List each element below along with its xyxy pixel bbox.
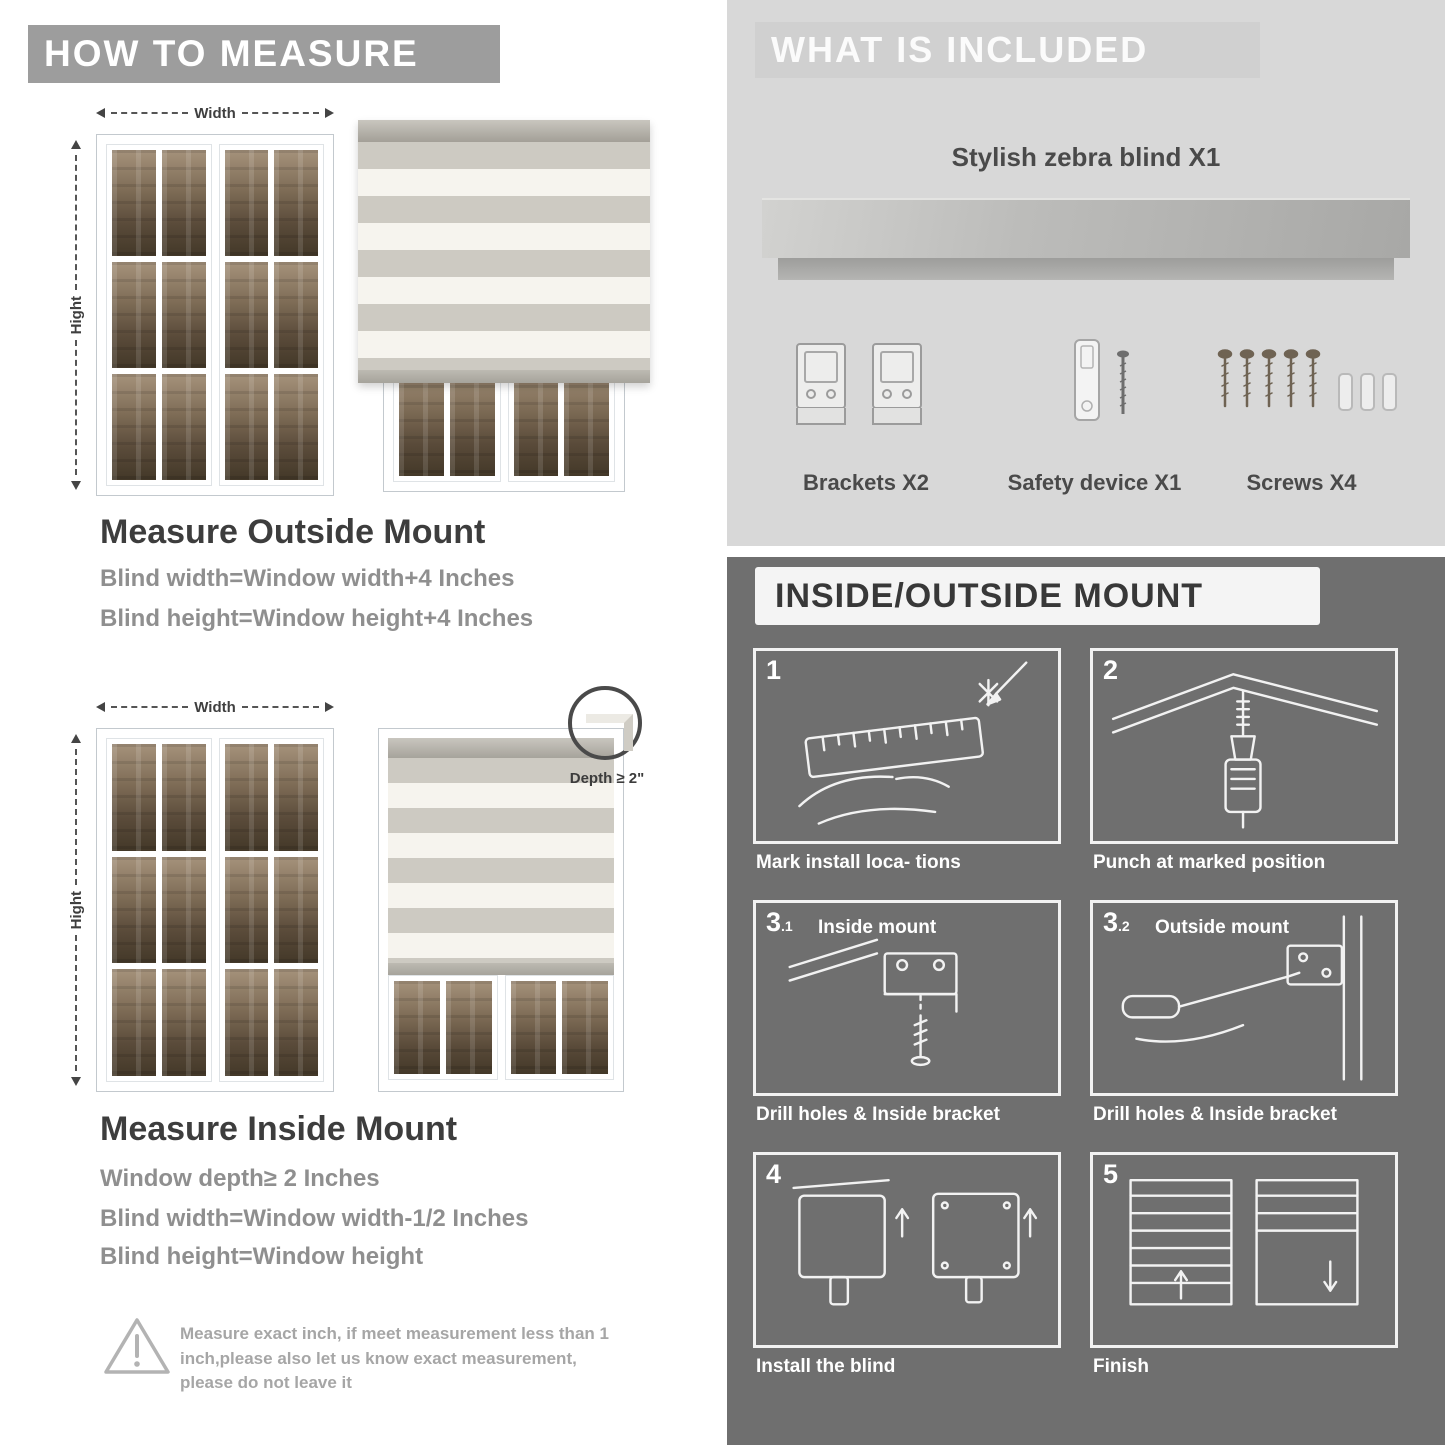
- screws-label: Screws X4: [1246, 470, 1357, 495]
- step-number-sub: .2: [1118, 918, 1130, 934]
- step-4-panel: 4: [753, 1152, 1061, 1348]
- step-number: 3: [1103, 907, 1119, 937]
- outside-mount-line-1: Blind width=Window width+4 Inches: [100, 565, 515, 592]
- window-illustration-outside: [96, 134, 334, 496]
- outside-mount-line-2: Blind height=Window height+4 Inches: [100, 605, 534, 632]
- height-label: Hight: [67, 295, 85, 335]
- arrow-left-icon: [96, 108, 105, 118]
- step-3-2-title: Outside mount: [1155, 917, 1290, 938]
- arrow-up-icon: [71, 140, 81, 149]
- inside-mount-line-3: Blind height=Window height: [100, 1243, 424, 1270]
- window-illustration-inside: [96, 728, 334, 1092]
- safety-device-label: Safety device X1: [1007, 470, 1182, 495]
- screws-icon: [1213, 344, 1403, 436]
- arrow-down-icon: [71, 481, 81, 491]
- width-label: Width: [194, 698, 236, 716]
- blind-headrail: [388, 738, 614, 758]
- zebra-blind-label: Stylish zebra blind X1: [951, 142, 1221, 172]
- depth-callout-circle: [568, 686, 642, 760]
- step-3-2-caption: Drill holes & Inside bracket: [1093, 1104, 1337, 1125]
- step-1-panel: 1: [753, 648, 1061, 844]
- brackets-icon: [789, 338, 929, 433]
- height-measure-arrow: Hight: [67, 140, 85, 491]
- arrow-up-icon: [71, 734, 81, 743]
- blind-bottomrail: [388, 963, 614, 975]
- depth-label: Depth ≥ 2": [569, 770, 645, 787]
- mount-instructions-section: INSIDE/OUTSIDE MOUNT 1: [727, 557, 1445, 1445]
- step-2-caption: Punch at marked position: [1093, 852, 1326, 873]
- inside-mount-blind-illustration: [378, 728, 624, 1092]
- step-number: 5: [1103, 1159, 1119, 1189]
- mark-locations-illustration: [798, 661, 1028, 825]
- step-number: 2: [1103, 655, 1119, 685]
- arrow-right-icon: [325, 108, 335, 118]
- step-3-1-caption: Drill holes & Inside bracket: [756, 1104, 1000, 1125]
- safety-device-icon: [1059, 334, 1149, 434]
- zebra-blind-outside-illustration: [358, 120, 650, 383]
- what-is-included-banner: WHAT IS INCLUDED: [755, 22, 1260, 78]
- what-is-included-section: WHAT IS INCLUDED Stylish zebra blind X1: [727, 0, 1445, 546]
- width-measure-arrow-2: Width: [96, 698, 335, 716]
- blind-bottomrail: [358, 370, 650, 383]
- warning-icon: [104, 1318, 170, 1374]
- finish-illustration: [1129, 1178, 1359, 1306]
- blind-headrail: [358, 120, 650, 142]
- zebra-blind-headrail-illustration: [762, 198, 1410, 280]
- height-label: Hight: [67, 890, 85, 930]
- install-blind-illustration: [792, 1178, 1038, 1306]
- step-4-caption: Install the blind: [756, 1356, 896, 1377]
- inside-mount-title: Measure Inside Mount: [100, 1110, 458, 1148]
- step-number: 3: [766, 907, 782, 937]
- step-number: 4: [766, 1159, 782, 1189]
- drill-illustration: [1111, 673, 1379, 829]
- brackets-label: Brackets X2: [803, 470, 929, 495]
- step-5-panel: 5: [1090, 1152, 1398, 1348]
- step-3-1-panel: 3.1 Inside mount: [753, 900, 1061, 1096]
- arrow-right-icon: [325, 702, 335, 712]
- step-5-caption: Finish: [1093, 1356, 1149, 1377]
- inside-bracket-illustration: [788, 938, 958, 1067]
- step-2-panel: 2: [1090, 648, 1398, 844]
- step-number: 1: [766, 655, 782, 685]
- inside-mount-line-1: Window depth≥ 2 Inches: [100, 1165, 380, 1192]
- width-label: Width: [194, 104, 236, 122]
- step-3-1-title: Inside mount: [818, 917, 937, 938]
- inside-mount-line-2: Blind width=Window width-1/2 Inches: [100, 1205, 529, 1232]
- height-measure-arrow-2: Hight: [67, 734, 85, 1087]
- step-1-caption: Mark install loca- tions: [756, 852, 961, 873]
- step-3-2-panel: 3.2 Outside mount: [1090, 900, 1398, 1096]
- outside-mount-title: Measure Outside Mount: [100, 513, 486, 551]
- step-number-sub: .1: [781, 918, 793, 934]
- outside-bracket-illustration: [1121, 915, 1363, 1081]
- arrow-left-icon: [96, 702, 105, 712]
- measure-warning-text: Measure exact inch, if meet measurement …: [180, 1324, 609, 1393]
- width-measure-arrow: Width: [96, 104, 335, 122]
- blind-stripes: [358, 142, 650, 370]
- how-to-measure-banner: HOW TO MEASURE: [28, 25, 500, 83]
- blind-stripes: [388, 758, 614, 963]
- arrow-down-icon: [71, 1077, 81, 1087]
- mount-banner: INSIDE/OUTSIDE MOUNT: [755, 567, 1320, 625]
